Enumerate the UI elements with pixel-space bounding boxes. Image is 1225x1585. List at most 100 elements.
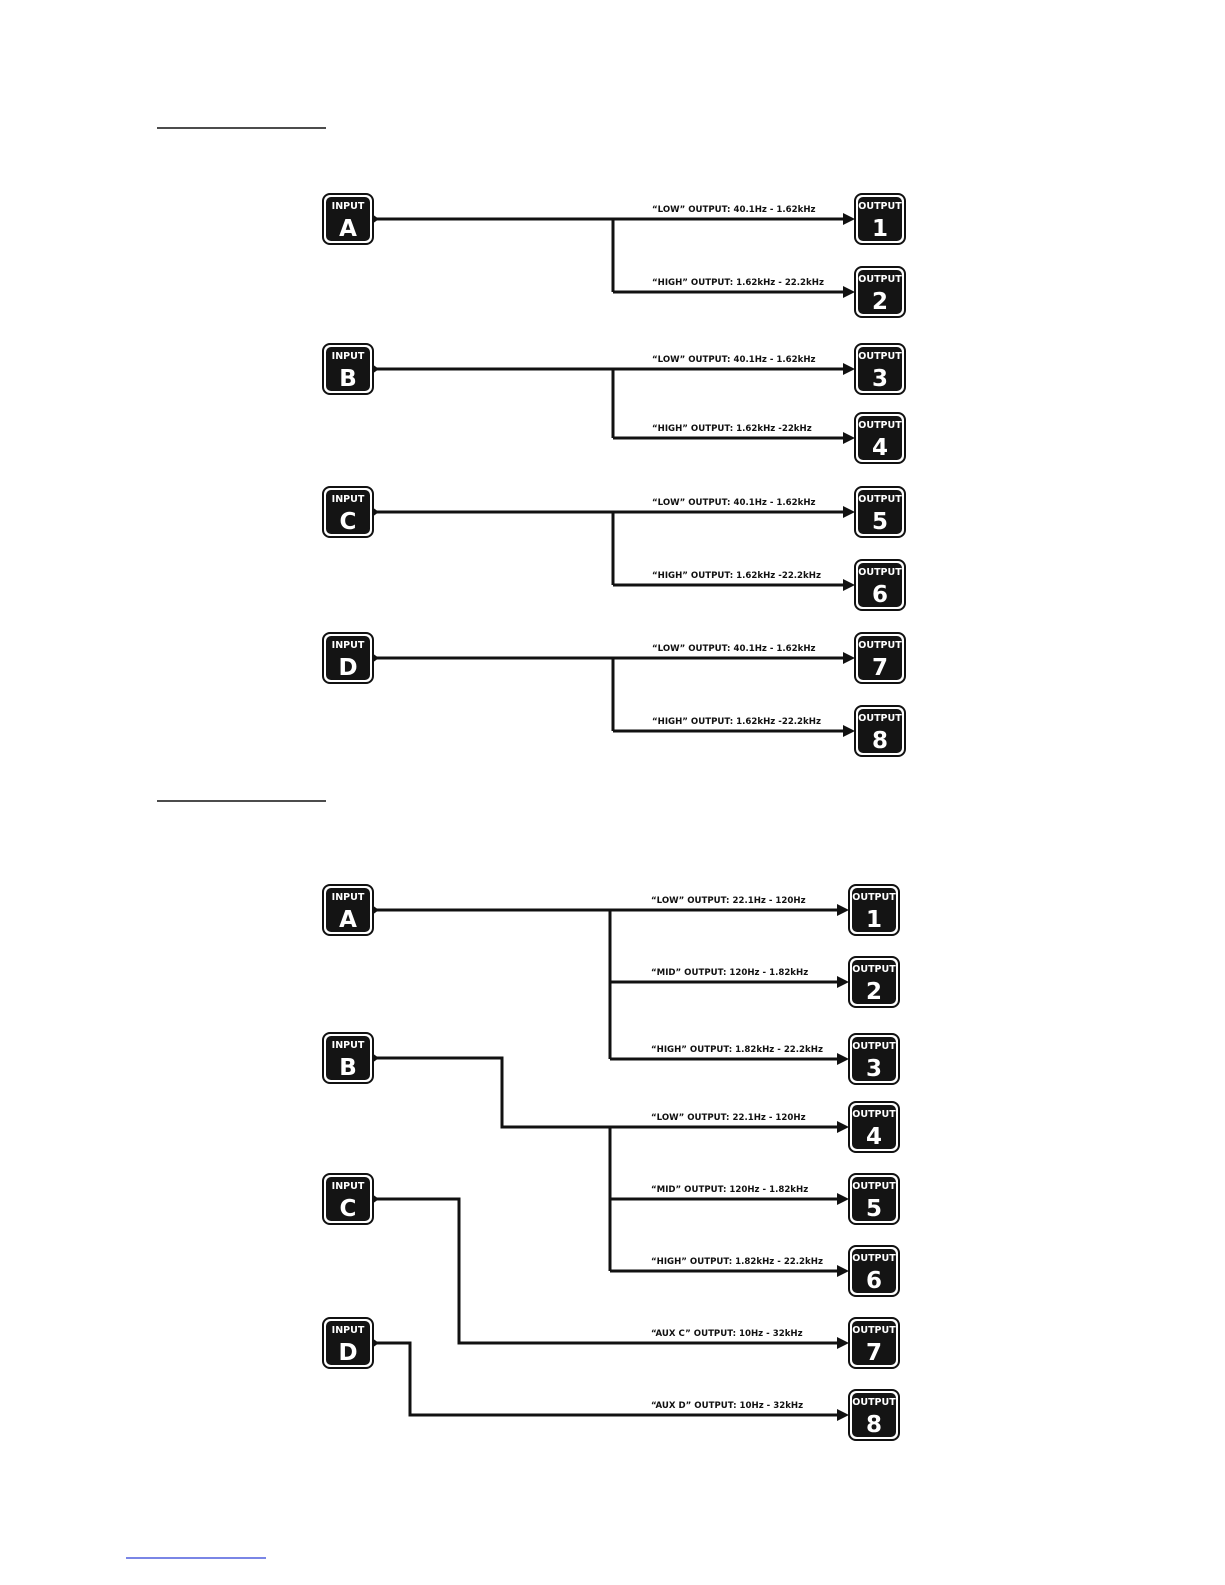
section-2-wire-D [373,1341,837,1417]
box-id: 2 [866,979,882,1005]
signal-wires [372,213,855,1421]
box-id: D [338,655,357,681]
section-2-output-6-label: “HIGH” OUTPUT: 1.82kHz - 22.2kHz [651,1257,823,1267]
box-caption: OUTPUT [852,1041,896,1052]
box-id: 8 [866,1412,882,1438]
section-2-output-7-box: OUTPUT 7 [848,1317,900,1369]
box-id: C [340,509,357,535]
box-id: 7 [866,1340,882,1366]
box-id: D [338,1340,357,1366]
section-1-input-B-box: INPUT B [322,343,374,395]
section-2-input-A-box: INPUT A [322,884,374,936]
box-caption: INPUT [332,351,365,362]
box-caption: OUTPUT [852,1397,896,1408]
section-1-output-8-label: “HIGH” OUTPUT: 1.62kHz -22.2kHz [652,717,821,727]
box-caption: OUTPUT [852,964,896,975]
arrow-head [843,363,855,375]
section-1-output-6-label: “HIGH” OUTPUT: 1.62kHz -22.2kHz [652,571,821,581]
box-id: 4 [872,435,888,461]
box-id: 1 [866,907,882,933]
section-2-input-C-box: INPUT C [322,1173,374,1225]
box-id: 4 [866,1124,882,1150]
section-1-output-5-box: OUTPUT 5 [854,486,906,538]
section-1-output-5-label: “LOW” OUTPUT: 40.1Hz - 1.62kHz [652,498,816,508]
section-2-output-8-label: “AUX D” OUTPUT: 10Hz - 32kHz [651,1401,803,1411]
box-caption: OUTPUT [852,1109,896,1120]
box-id: 6 [872,582,888,608]
section-1-output-6-box: OUTPUT 6 [854,559,906,611]
arrow-head [837,1409,849,1421]
section-2-output-8-box: OUTPUT 8 [848,1389,900,1441]
box-id: 8 [872,728,888,754]
box-caption: INPUT [332,1325,365,1336]
arrow-head [843,506,855,518]
arrow-head [837,976,849,988]
arrow-head [843,579,855,591]
section-2-output-2-box: OUTPUT 2 [848,956,900,1008]
box-caption: OUTPUT [852,892,896,903]
arrow-head [843,213,855,225]
section-2-output-5-label: “MID” OUTPUT: 120Hz - 1.82kHz [651,1185,808,1195]
box-id: 5 [872,509,888,535]
io-boxes: OUTPUT1OUTPUT2OUTPUT3OUTPUT4OUTPUT5OUTPU… [322,193,906,1441]
section-1-output-3-label: “LOW” OUTPUT: 40.1Hz - 1.62kHz [652,355,816,365]
arrow-head [837,1121,849,1133]
section-2-output-1-label: “LOW” OUTPUT: 22.1Hz - 120Hz [651,896,806,906]
box-caption: INPUT [332,1040,365,1051]
box-caption: INPUT [332,1181,365,1192]
box-id: 3 [866,1056,882,1082]
section-2-output-4-label: “LOW” OUTPUT: 22.1Hz - 120Hz [651,1113,806,1123]
box-caption: OUTPUT [852,1181,896,1192]
section-1-output-2-box: OUTPUT 2 [854,266,906,318]
arrow-head [837,1053,849,1065]
box-caption: OUTPUT [858,420,902,431]
box-id: A [339,907,357,933]
box-caption: OUTPUT [858,567,902,578]
section-2-input-B-box: INPUT B [322,1032,374,1084]
arrow-head [837,1193,849,1205]
box-caption: OUTPUT [858,274,902,285]
box-caption: INPUT [332,892,365,903]
box-id: B [339,366,357,392]
box-caption: OUTPUT [858,494,902,505]
box-id: B [339,1055,357,1081]
section-1-output-1-label: “LOW” OUTPUT: 40.1Hz - 1.62kHz [652,205,816,215]
arrow-head [843,652,855,664]
box-caption: INPUT [332,201,365,212]
section-1-output-4-box: OUTPUT 4 [854,412,906,464]
box-caption: OUTPUT [858,201,902,212]
box-caption: OUTPUT [858,713,902,724]
section-2-output-1-box: OUTPUT 1 [848,884,900,936]
section-1-output-1-box: OUTPUT 1 [854,193,906,245]
arrow-head [837,1337,849,1349]
section-1-output-2-label: “HIGH” OUTPUT: 1.62kHz - 22.2kHz [652,278,824,288]
section-2-wire-B [373,1056,837,1129]
box-caption: OUTPUT [858,640,902,651]
arrow-head [843,286,855,298]
arrow-head [843,432,855,444]
box-id: 2 [872,289,888,315]
section-2-input-D-box: INPUT D [322,1317,374,1369]
box-caption: OUTPUT [852,1253,896,1264]
output-labels: “LOW” OUTPUT: 40.1Hz - 1.62kHz “HIGH” OUT… [651,205,824,1411]
section-1-input-C-box: INPUT C [322,486,374,538]
arrow-head [837,904,849,916]
section-2-output-4-box: OUTPUT 4 [848,1101,900,1153]
box-caption: INPUT [332,640,365,651]
box-caption: INPUT [332,494,365,505]
section-2-output-3-box: OUTPUT 3 [848,1033,900,1085]
box-id: C [340,1196,357,1222]
box-id: 3 [872,366,888,392]
arrow-head [837,1265,849,1277]
section-1-output-7-box: OUTPUT 7 [854,632,906,684]
box-id: 1 [872,216,888,242]
section-2-output-7-label: “AUX C” OUTPUT: 10Hz - 32kHz [651,1329,803,1339]
box-id: 7 [872,655,888,681]
section-2-wire-C [373,1197,837,1345]
box-caption: OUTPUT [852,1325,896,1336]
